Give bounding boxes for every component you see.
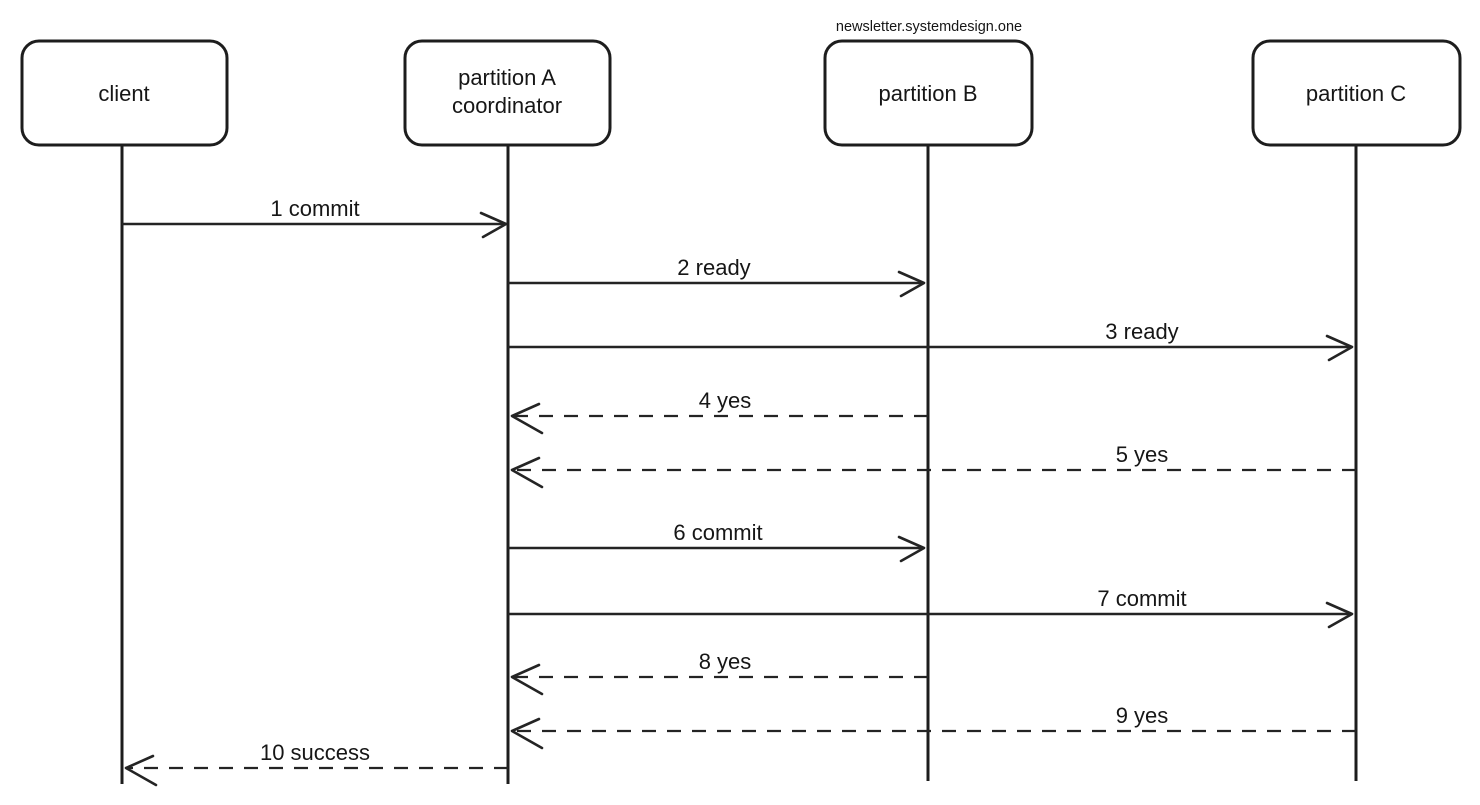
message-3-arrowhead bbox=[1325, 334, 1354, 362]
message-1-arrowhead bbox=[479, 211, 508, 239]
actor-client-label: client bbox=[98, 81, 149, 106]
message-4-arrowhead bbox=[510, 402, 544, 435]
actor-partition-b-box bbox=[823, 39, 1034, 147]
actor-coordinator-label-line1: partition A bbox=[458, 65, 556, 90]
message-1-label: 1 commit bbox=[270, 196, 359, 221]
message-8-yes: 8 yes bbox=[510, 649, 928, 696]
message-6-commit: 6 commit bbox=[508, 520, 926, 563]
watermark: newsletter.systemdesign.one bbox=[836, 19, 1022, 35]
actor-coordinator-box bbox=[403, 39, 612, 147]
message-9-label: 9 yes bbox=[1116, 703, 1169, 728]
message-10-success: 10 success bbox=[124, 740, 508, 787]
message-10-label: 10 success bbox=[260, 740, 370, 765]
message-1-commit: 1 commit bbox=[122, 196, 508, 239]
message-4-yes: 4 yes bbox=[510, 388, 928, 435]
message-3-ready: 3 ready bbox=[508, 319, 1354, 362]
message-7-commit: 7 commit bbox=[508, 586, 1354, 629]
actor-partition-c: partition C bbox=[1251, 39, 1462, 147]
message-2-ready: 2 ready bbox=[508, 255, 926, 298]
message-9-arrowhead bbox=[510, 717, 544, 750]
actor-coordinator: partition A coordinator bbox=[403, 39, 612, 147]
actor-partition-c-box bbox=[1251, 39, 1462, 147]
message-5-arrowhead bbox=[510, 456, 544, 489]
message-7-label: 7 commit bbox=[1097, 586, 1186, 611]
actor-coordinator-label-line2: coordinator bbox=[452, 93, 562, 118]
message-9-yes: 9 yes bbox=[510, 703, 1356, 750]
message-4-label: 4 yes bbox=[699, 388, 752, 413]
message-8-label: 8 yes bbox=[699, 649, 752, 674]
actor-client: client bbox=[20, 39, 229, 147]
actor-partition-c-label: partition C bbox=[1306, 81, 1406, 106]
message-5-label: 5 yes bbox=[1116, 442, 1169, 467]
actor-partition-b-label: partition B bbox=[878, 81, 977, 106]
actor-client-box bbox=[20, 39, 229, 147]
message-2-label: 2 ready bbox=[677, 255, 750, 280]
actor-partition-b: partition B bbox=[823, 39, 1034, 147]
message-3-label: 3 ready bbox=[1105, 319, 1178, 344]
message-2-arrowhead bbox=[897, 270, 926, 298]
message-8-arrowhead bbox=[510, 663, 544, 696]
message-7-arrowhead bbox=[1325, 601, 1354, 629]
message-6-arrowhead bbox=[897, 535, 926, 563]
message-10-arrowhead bbox=[124, 754, 158, 787]
message-5-yes: 5 yes bbox=[510, 442, 1356, 489]
message-6-label: 6 commit bbox=[673, 520, 762, 545]
